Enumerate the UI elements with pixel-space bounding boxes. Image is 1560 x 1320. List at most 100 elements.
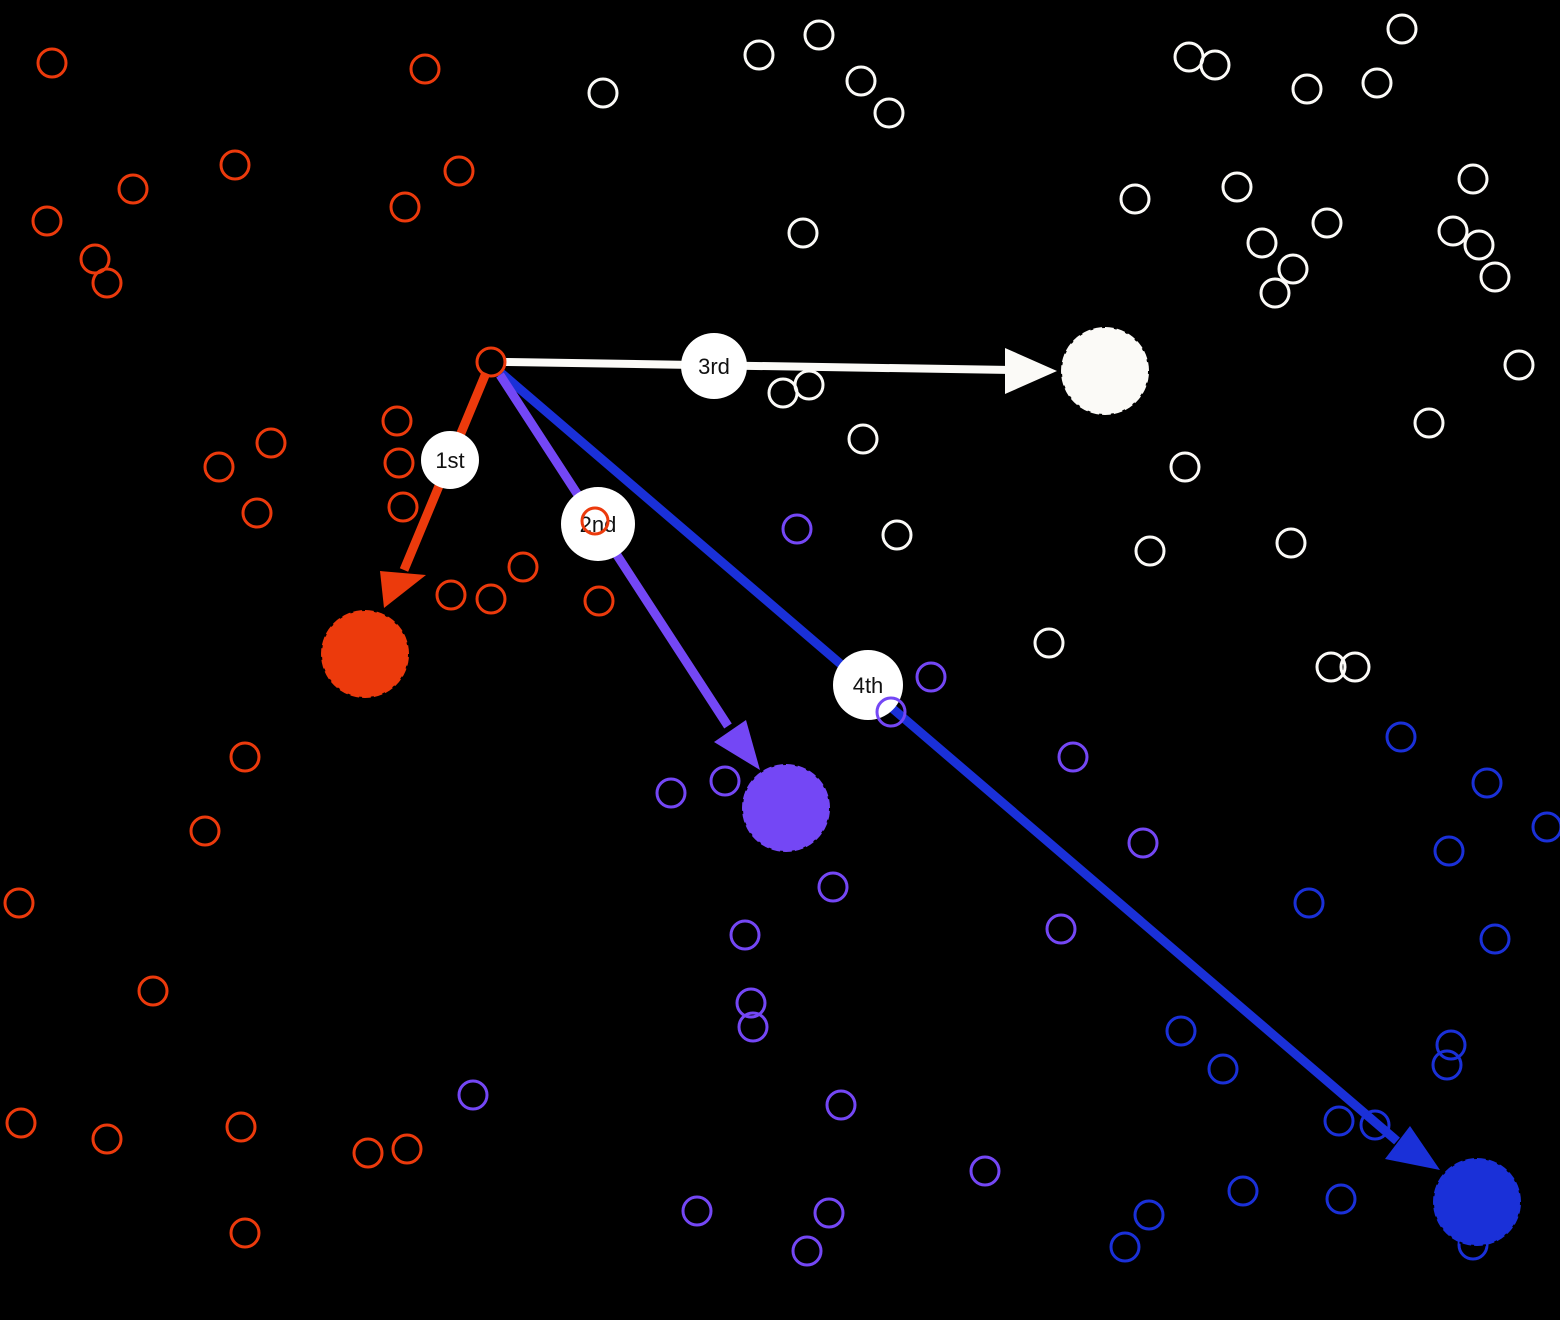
- source-point: [475, 346, 507, 378]
- label-1st: 1st: [421, 431, 479, 489]
- label-4th-text: 4th: [853, 673, 884, 698]
- label-3rd-text: 3rd: [698, 354, 730, 379]
- blue-cluster-point: [1385, 721, 1417, 753]
- red-cluster-point: [203, 451, 235, 483]
- white-cluster-point: [1437, 215, 1469, 247]
- blue-cluster-point: [1133, 1199, 1165, 1231]
- blue-cluster-point: [1207, 1053, 1239, 1085]
- purple-cluster-point: [1127, 827, 1159, 859]
- red-cluster-point: [383, 447, 415, 479]
- white-cluster-point: [803, 19, 835, 51]
- purple-point-over-label: [875, 696, 907, 728]
- label-2nd: 2nd: [561, 487, 635, 561]
- purple-cluster-point: [791, 1235, 823, 1267]
- white-cluster-point: [1463, 229, 1495, 261]
- white-cluster-centroid: [1060, 326, 1150, 416]
- red-cluster-point: [352, 1137, 384, 1169]
- white-cluster-point: [1503, 349, 1535, 381]
- purple-cluster-point: [817, 871, 849, 903]
- red-cluster-point: [409, 53, 441, 85]
- blue-cluster-points: [1109, 721, 1560, 1263]
- white-cluster-point: [1221, 171, 1253, 203]
- white-cluster-point: [1119, 183, 1151, 215]
- red-cluster-point: [389, 191, 421, 223]
- label-1st-text: 1st: [435, 448, 464, 473]
- white-cluster-point: [1339, 651, 1371, 683]
- purple-cluster-points: [457, 513, 1159, 1267]
- blue-cluster-point: [1293, 887, 1325, 919]
- label-4th: 4th: [833, 650, 907, 728]
- red-cluster-point: [507, 551, 539, 583]
- purple-cluster-point: [681, 1195, 713, 1227]
- blue-cluster-point: [1431, 1049, 1463, 1081]
- white-cluster-point: [587, 77, 619, 109]
- red-cluster-point: [91, 267, 123, 299]
- white-cluster-point: [1259, 277, 1291, 309]
- purple-cluster-point: [737, 1011, 769, 1043]
- purple-cluster-point: [735, 987, 767, 1019]
- red-cluster-point: [189, 815, 221, 847]
- red-cluster-point: [443, 155, 475, 187]
- blue-cluster-point: [1471, 767, 1503, 799]
- red-cluster-point: [117, 173, 149, 205]
- white-cluster-point: [1134, 535, 1166, 567]
- purple-cluster-point: [709, 765, 741, 797]
- purple-cluster-centroid: [741, 763, 831, 853]
- purple-cluster-point: [813, 1197, 845, 1229]
- label-3rd: 3rd: [681, 333, 747, 399]
- white-cluster-point: [1246, 227, 1278, 259]
- purple-cluster-point: [457, 1079, 489, 1111]
- white-cluster-point: [1361, 67, 1393, 99]
- white-cluster-point: [787, 217, 819, 249]
- blue-cluster-point: [1435, 1029, 1467, 1061]
- blue-cluster-point: [1531, 811, 1560, 843]
- white-cluster-points: [587, 13, 1535, 683]
- blue-cluster-point: [1479, 923, 1511, 955]
- white-cluster-point: [1199, 49, 1231, 81]
- purple-cluster-point: [969, 1155, 1001, 1187]
- white-cluster-point: [1386, 13, 1418, 45]
- red-cluster-point: [475, 583, 507, 615]
- white-cluster-point: [1413, 407, 1445, 439]
- red-cluster-point: [229, 741, 261, 773]
- red-cluster-points: [3, 47, 615, 1249]
- purple-cluster-point: [915, 661, 947, 693]
- white-cluster-point: [1457, 163, 1489, 195]
- white-cluster-point: [1479, 261, 1511, 293]
- red-cluster-point: [391, 1133, 423, 1165]
- red-cluster-point: [219, 149, 251, 181]
- white-cluster-point: [845, 65, 877, 97]
- purple-cluster-point: [729, 919, 761, 951]
- blue-cluster-point: [1109, 1231, 1141, 1263]
- white-cluster-point: [1169, 451, 1201, 483]
- red-cluster-point: [36, 47, 68, 79]
- blue-cluster-point: [1227, 1175, 1259, 1207]
- purple-cluster-point: [781, 513, 813, 545]
- white-cluster-point: [1291, 73, 1323, 105]
- red-point-over-label: [580, 506, 610, 536]
- red-cluster-point: [79, 243, 111, 275]
- white-cluster-point: [847, 423, 879, 455]
- red-cluster-point: [137, 975, 169, 1007]
- white-cluster-point: [1315, 651, 1347, 683]
- blue-cluster-point: [1165, 1015, 1197, 1047]
- red-cluster-centroid: [320, 609, 410, 699]
- purple-cluster-point: [1057, 741, 1089, 773]
- red-cluster-point: [387, 491, 419, 523]
- red-cluster-point: [31, 205, 63, 237]
- purple-cluster-point: [825, 1089, 857, 1121]
- red-cluster-point: [225, 1111, 257, 1143]
- white-cluster-point: [1277, 253, 1309, 285]
- red-cluster-point: [381, 405, 413, 437]
- white-cluster-point: [1275, 527, 1307, 559]
- white-cluster-point: [1311, 207, 1343, 239]
- red-cluster-point: [91, 1123, 123, 1155]
- blue-cluster-point: [1325, 1183, 1357, 1215]
- blue-cluster-point: [1323, 1105, 1355, 1137]
- blue-cluster-point: [1359, 1109, 1391, 1141]
- red-cluster-point: [241, 497, 273, 529]
- blue-cluster-centroid: [1432, 1157, 1522, 1247]
- purple-cluster-point: [1045, 913, 1077, 945]
